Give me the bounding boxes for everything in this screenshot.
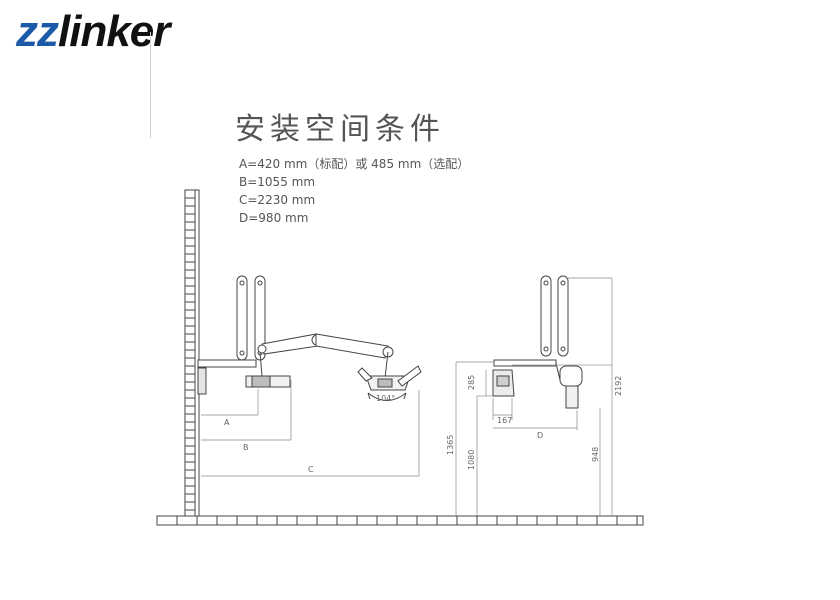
spec-a: A=420 mm（标配）或 485 mm（选配）: [239, 157, 470, 171]
logo-prefix: zz: [16, 7, 59, 56]
spec-d: D=980 mm: [239, 211, 309, 225]
label-b: B: [243, 443, 249, 452]
wall: [184, 189, 200, 517]
spec-c: C=2230 mm: [239, 193, 316, 207]
label-1080: 1080: [467, 450, 476, 470]
label-948: 948: [591, 447, 600, 462]
column-mount-unit: [492, 275, 612, 409]
label-1365: 1365: [446, 435, 455, 455]
label-2192: 2192: [614, 376, 623, 396]
spec-list: A=420 mm（标配）或 485 mm（选配） B=1055 mm C=223…: [239, 155, 469, 227]
label-angle: 104°: [376, 394, 395, 403]
label-167: 167: [497, 416, 512, 425]
logo-suffix: linker: [58, 7, 170, 56]
floor: [156, 515, 644, 526]
page-title: 安装空间条件: [235, 112, 445, 147]
zzlinker-logo: zzlinker: [16, 6, 170, 58]
label-285: 285: [467, 375, 476, 390]
label-c: C: [308, 465, 314, 474]
wall-mount-unit: [197, 275, 422, 401]
header-divider: [150, 32, 151, 138]
dimension-lines: [201, 277, 613, 516]
label-d: D: [537, 431, 543, 440]
label-a: A: [224, 418, 230, 427]
spec-b: B=1055 mm: [239, 175, 316, 189]
